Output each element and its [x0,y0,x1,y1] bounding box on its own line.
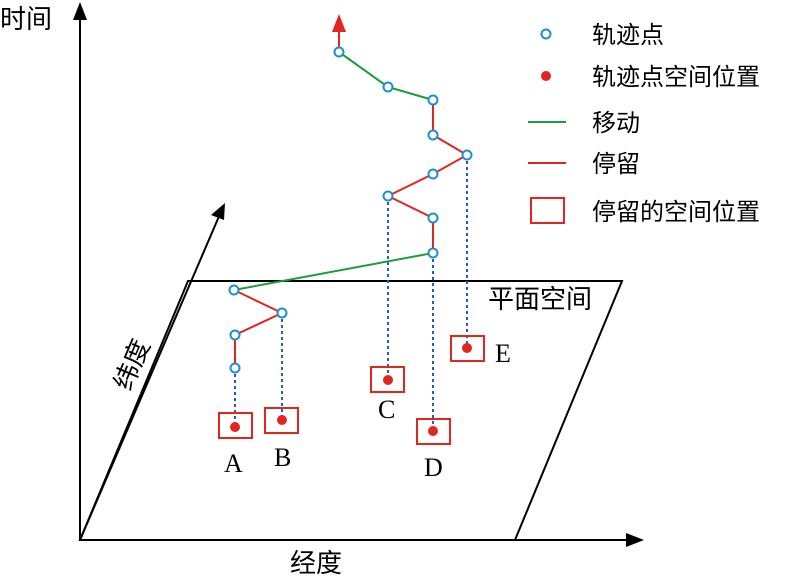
legend-item-move: 移动 [528,109,640,137]
legend: 轨迹点 轨迹点空间位置 移动 停留 停留的空间位置 [528,21,760,226]
stay-label-b: B [274,443,291,472]
trajectory-point [461,149,473,161]
longitude-axis-label: 经度 [290,549,342,576]
stay-position-d [416,418,451,445]
trajectory-point [382,81,394,93]
stay-segment [385,100,470,253]
longitude-axis-arrowhead [626,533,644,547]
legend-label: 移动 [592,109,640,137]
stay-positions [218,335,485,445]
trajectory-point [427,94,439,106]
legend-item-trajectory-point: 轨迹点 [540,21,664,49]
spatial-plane [78,280,624,541]
stay-position-a [218,412,253,439]
stay-position-b [264,407,299,434]
trajectory-point [427,212,439,224]
trajectory-point [229,329,241,341]
legend-label: 停留的空间位置 [592,198,760,226]
latitude-axis-arrowhead [211,203,225,220]
trajectory-point-icon [540,28,552,40]
legend-item-stay: 停留 [528,150,640,178]
trajectory-point [427,168,439,180]
move-segment [233,252,434,291]
legend-item-spatial-position: 轨迹点空间位置 [541,63,760,91]
trajectory-point [427,247,439,259]
projection-lines [234,155,468,431]
latitude-axis-label: 纬度 [109,335,157,395]
stay-position-e [450,335,485,362]
trajectory-point [276,307,288,319]
stay-position-c [370,366,405,393]
stay-square-icon [530,197,565,224]
trajectory-point [229,362,241,374]
stay-label-a: A [224,449,243,478]
legend-label: 轨迹点空间位置 [592,63,760,91]
plane-label: 平面空间 [488,285,592,315]
move-segment [338,51,434,101]
legend-label: 停留 [592,150,640,178]
trajectory-point [333,46,345,58]
trajectory-point [228,284,240,296]
legend-label: 轨迹点 [592,21,664,49]
direction-arrowhead [332,14,346,32]
axes [73,2,644,547]
stay-segment [233,289,285,368]
legend-item-stay-position: 停留的空间位置 [530,197,760,226]
stay-label-d: D [424,453,443,482]
stay-label-c: C [378,395,395,424]
trajectory-point [427,129,439,141]
spatial-point-icon [541,71,551,81]
time-axis-label: 时间 [0,5,52,35]
trajectory-point [382,190,394,202]
trajectory-points [228,46,473,374]
time-axis-arrowhead [73,2,87,20]
stay-label-e: E [495,339,511,368]
